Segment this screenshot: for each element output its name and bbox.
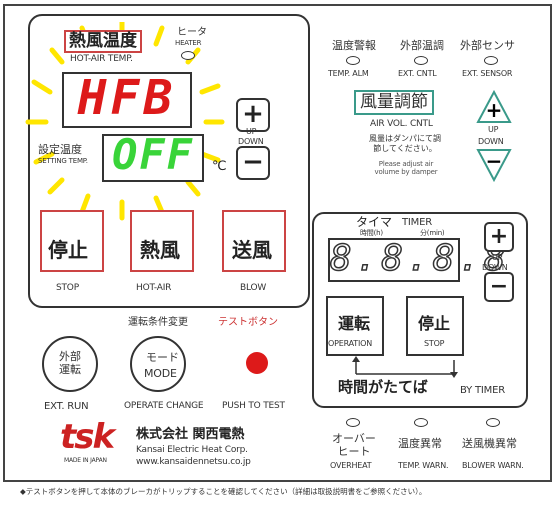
ext-run-en: EXT. RUN (44, 401, 89, 412)
timer-up-button[interactable]: + (484, 222, 514, 252)
temp-alm-label: 温度警報 (332, 39, 376, 52)
timer-down-button[interactable]: − (484, 272, 514, 302)
air-vol-title: 風量調節 (354, 90, 434, 115)
temperature-display (62, 72, 192, 128)
blow-button[interactable] (222, 210, 286, 272)
stop-button-label: 停止 (48, 238, 88, 262)
heater-down-label: DOWN (238, 137, 264, 146)
timer-min-label: 分(min) (420, 229, 445, 237)
timer-title-en: TIMER (402, 217, 432, 228)
stop-button[interactable] (40, 210, 104, 272)
ext-sensor-label: 外部センサ (460, 39, 515, 52)
mode-label-jp: モード (146, 351, 179, 364)
ext-run-button[interactable] (42, 336, 98, 392)
hot-air-temp-en: HOT-AIR TEMP. (70, 54, 133, 64)
timer-down-label: DOWN (482, 263, 508, 272)
temp-alm-led (346, 56, 360, 65)
timer-display (328, 238, 460, 282)
ext-cntl-led (414, 56, 428, 65)
timer-stop-button[interactable] (406, 296, 464, 356)
test-button-label: テストボタン (218, 317, 278, 328)
hot-air-button[interactable] (130, 210, 194, 272)
timer-up-label: UP (492, 253, 503, 262)
temp-warn-label: 温度異常 (398, 437, 442, 450)
ext-cntl-label: 外部温調 (400, 39, 444, 52)
overheat-label: オーバーヒート (332, 432, 376, 459)
blower-warn-label: 送風機異常 (462, 437, 517, 450)
overheat-led (346, 418, 360, 427)
company-jp: 株式会社 関西電熱 (136, 427, 245, 442)
setting-temp-en: SETTING TEMP. (38, 157, 88, 165)
temperature-display-text: HFB (77, 70, 177, 126)
timer-arrows (352, 356, 458, 378)
operate-change-label: 運転条件変更 (128, 317, 188, 328)
heater-up-label: UP (246, 127, 257, 136)
stop-en: STOP (56, 283, 79, 293)
company-url: www.kansaidennetsu.co.jp (136, 457, 251, 467)
svg-text:+: + (486, 98, 503, 122)
air-down-label: DOWN (478, 137, 504, 146)
by-timer-jp: 時間がたてば (338, 378, 428, 396)
setting-display (102, 134, 204, 182)
operation-label: 運転 (338, 314, 371, 333)
blow-button-label: 送風 (232, 238, 272, 262)
company-en: Kansai Electric Heat Corp. (136, 445, 248, 455)
ext-cntl-en: EXT. CNTL (398, 69, 437, 78)
setting-display-text: OFF (112, 130, 194, 179)
overheat-en: OVERHEAT (330, 461, 372, 470)
operation-button[interactable] (326, 296, 384, 356)
temp-warn-led (414, 418, 428, 427)
mode-button[interactable] (130, 336, 186, 392)
heater-led (181, 51, 195, 60)
air-vol-en: AIR VOL. CNTL (370, 119, 433, 129)
timer-hour-label: 時間(h) (360, 229, 383, 237)
heater-label: ヒータ (177, 27, 207, 38)
operation-en: OPERATION (328, 339, 372, 348)
hot-air-temp-title: 熱風温度 (64, 30, 142, 53)
blow-en: BLOW (240, 283, 267, 293)
heater-en: HEATER (175, 39, 202, 47)
mode-label-en: MODE (144, 367, 177, 380)
ext-sensor-en: EXT. SENSOR (462, 69, 513, 78)
timer-title-jp: タイマ (356, 215, 393, 229)
by-timer-en: BY TIMER (460, 385, 505, 396)
air-down-button[interactable]: − (476, 148, 512, 182)
timer-stop-en: STOP (424, 339, 445, 348)
ext-sensor-led (484, 56, 498, 65)
air-up-button[interactable]: + (476, 90, 512, 124)
temp-warn-en: TEMP. WARN. (398, 461, 449, 470)
blower-warn-led (486, 418, 500, 427)
footer-note: ◆テストボタンを押して本体のブレーカがトリップすることを確認してください（詳細は… (20, 487, 427, 496)
made-in-japan: MADE IN JAPAN (64, 457, 107, 464)
hot-air-en: HOT-AIR (136, 283, 172, 293)
push-to-test-label: PUSH TO TEST (222, 401, 285, 411)
blower-warn-en: BLOWER WARN. (462, 461, 524, 470)
air-vol-note-en: Please adjust air volume by damper (374, 160, 438, 177)
operate-change-en: OPERATE CHANGE (124, 401, 204, 411)
air-vol-note-jp: 風量はダンパにて調節してください。 (369, 134, 441, 153)
celsius-unit: ℃ (212, 159, 227, 174)
air-up-label: UP (488, 125, 499, 134)
heater-up-button[interactable]: + (236, 98, 270, 132)
svg-text:−: − (486, 149, 503, 173)
heater-down-button[interactable]: − (236, 146, 270, 180)
temp-alm-en: TEMP. ALM (328, 69, 369, 78)
ext-run-label: 外部運転 (59, 350, 81, 377)
brand-logo: tsk (60, 417, 115, 457)
hot-air-button-label: 熱風 (140, 238, 180, 262)
timer-display-digits: 8.8.8.8 (329, 238, 510, 279)
timer-stop-label: 停止 (418, 314, 451, 333)
setting-temp-label: 設定温度 (38, 143, 82, 156)
push-to-test-button[interactable] (246, 352, 268, 374)
